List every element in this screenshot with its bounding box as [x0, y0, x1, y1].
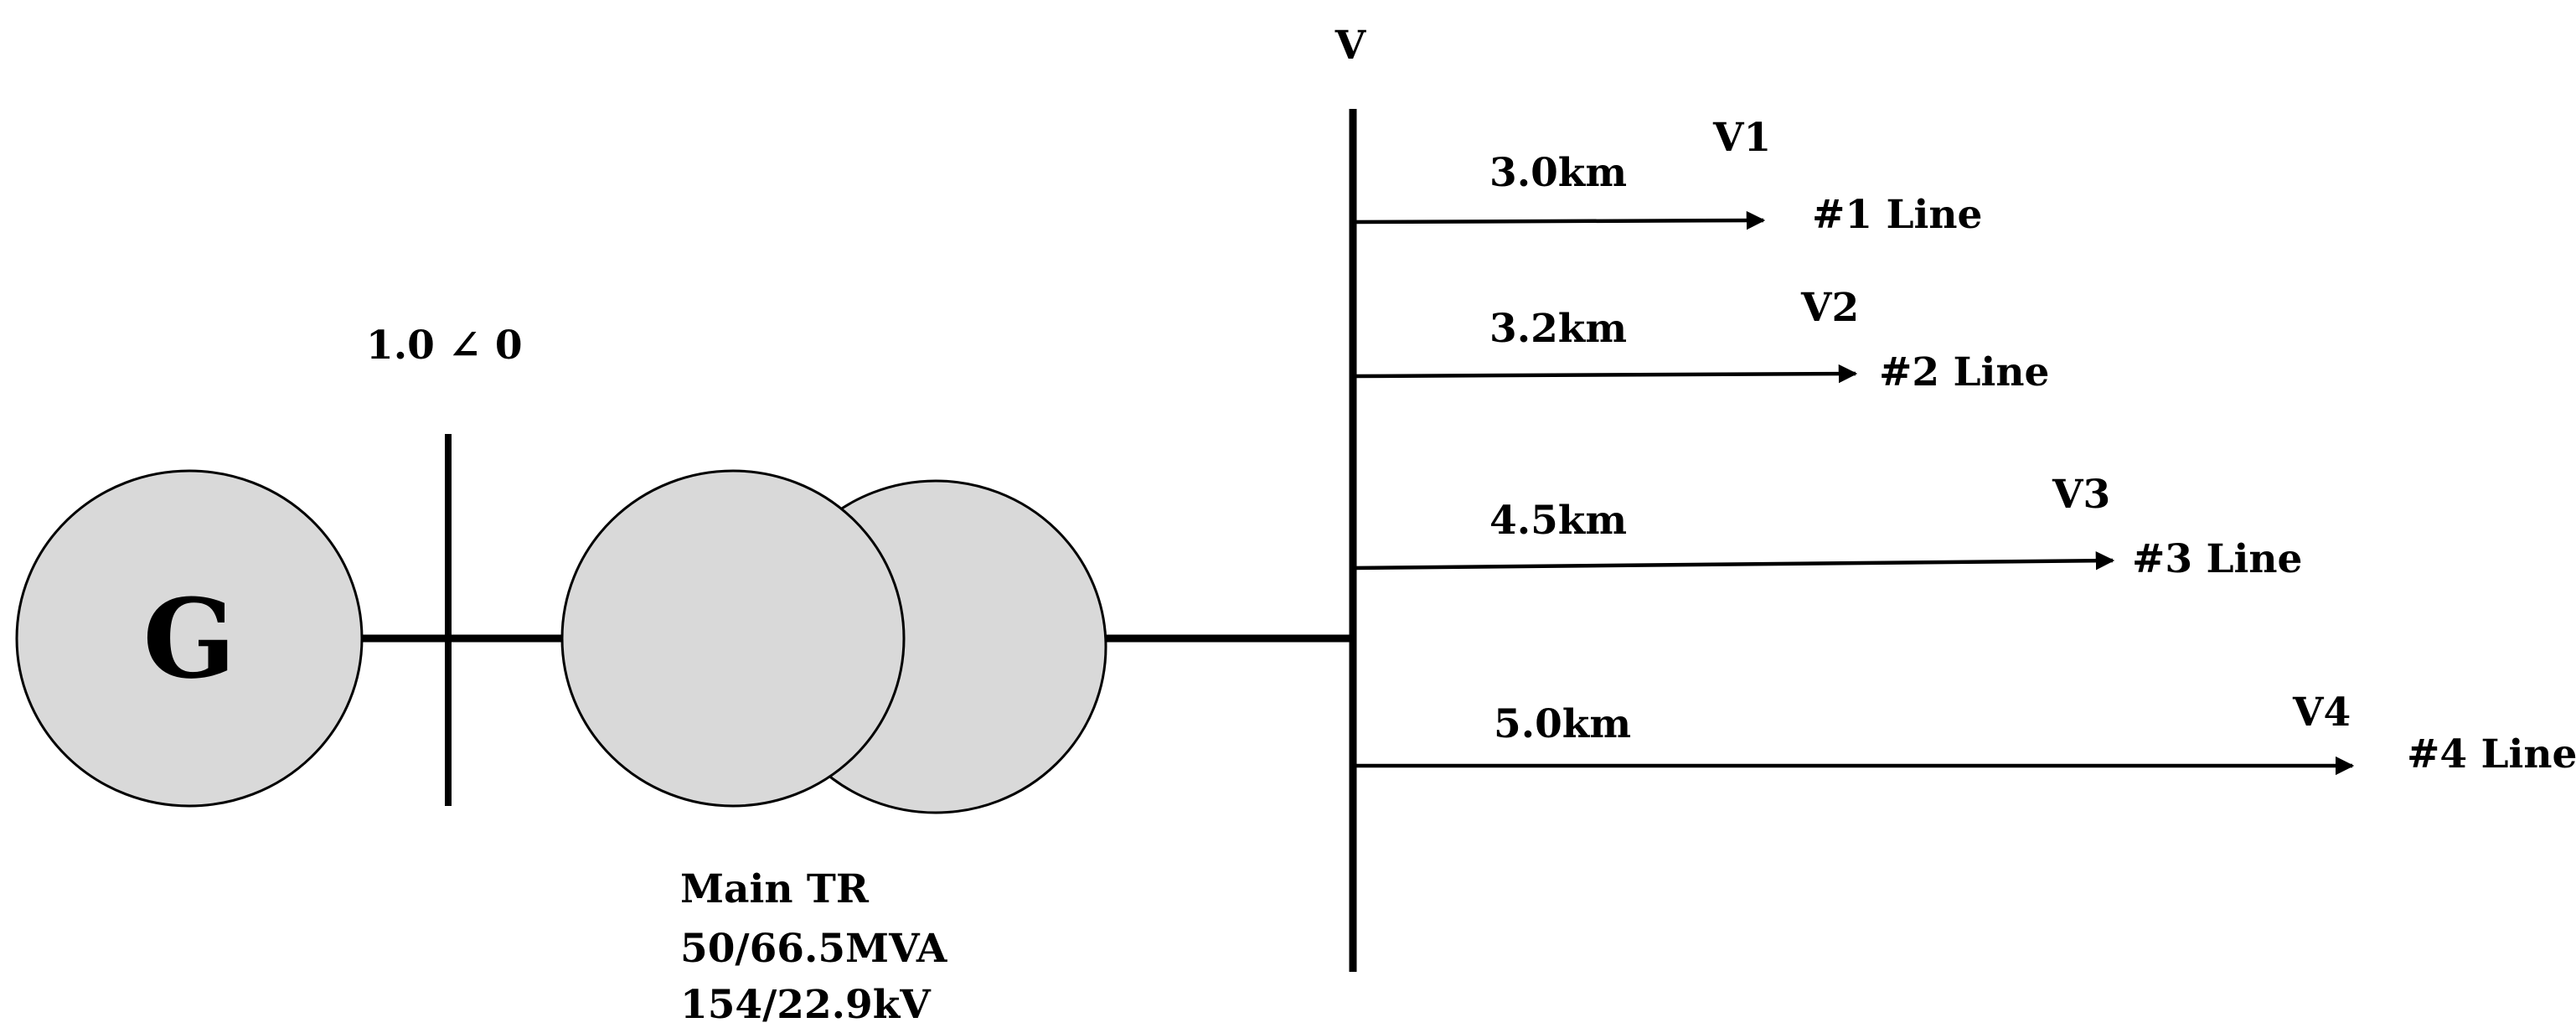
feeder-4-length-label: 5.0km	[1494, 701, 1631, 747]
feeder-3-length-label: 4.5km	[1489, 498, 1627, 544]
feeder-4-name-label: #4 Line	[2407, 731, 2576, 777]
feeder-1-line	[1352, 210, 1766, 230]
feeder-2-voltage-label: V2	[1800, 285, 1859, 331]
transformer-name-label: Main TR	[680, 866, 870, 912]
feeder-2-name-label: #2 Line	[1879, 349, 2049, 395]
main-transformer	[560, 469, 1107, 814]
feeder-2-line	[1352, 364, 1858, 384]
transformer-voltage-label: 154/22.9kV	[680, 982, 932, 1028]
feeder-1-name-label: #1 Line	[1812, 192, 1982, 238]
feeder-4-voltage-label: V4	[2292, 690, 2351, 736]
feeder-2-length-label: 3.2km	[1489, 306, 1627, 352]
feeder-3-line	[1352, 550, 2115, 571]
feeder-1-length-label: 3.0km	[1489, 150, 1627, 196]
transformer-rating-label: 50/66.5MVA	[680, 926, 947, 972]
feeder-1-voltage-label: V1	[1712, 115, 1771, 161]
feeder-3-name-label: #3 Line	[2132, 536, 2302, 582]
generator: G	[15, 469, 364, 808]
bus-voltage-label: V	[1334, 23, 1367, 69]
generator-label: G	[142, 575, 235, 703]
feeder-3-voltage-label: V3	[2052, 472, 2110, 518]
source-voltage-label: 1.0 ∠ 0	[366, 323, 523, 369]
